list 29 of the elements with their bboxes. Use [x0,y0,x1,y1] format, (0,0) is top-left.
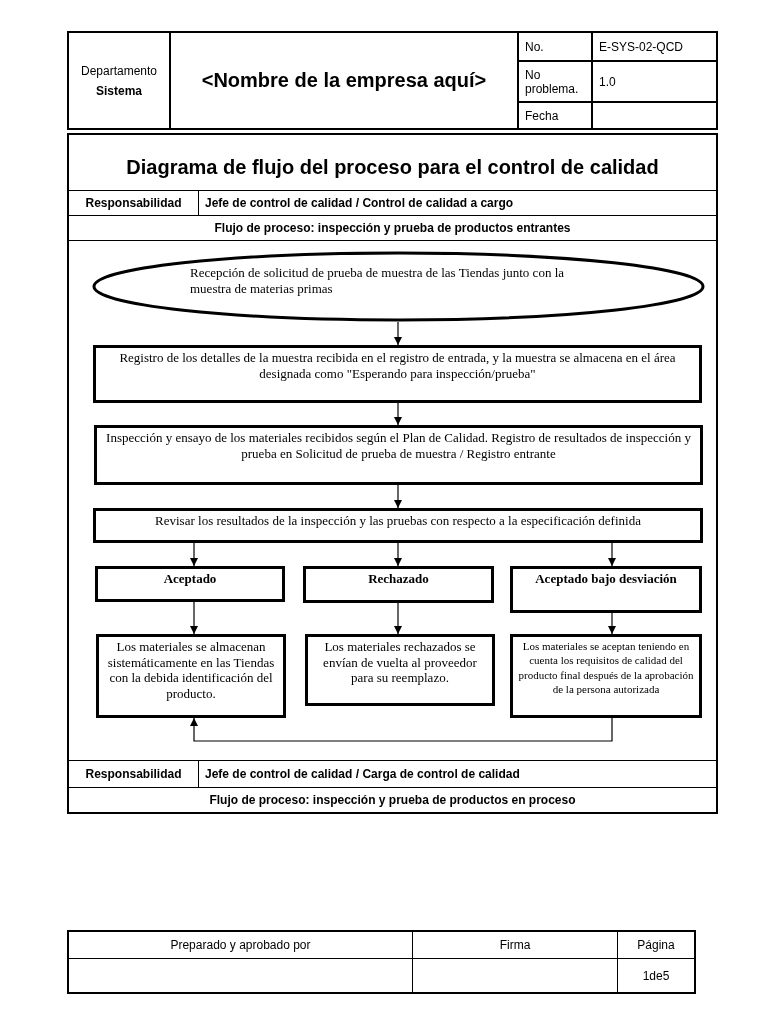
arrow [190,542,198,567]
start-ellipse: Recepción de solicitud de prueba de muestra de las Tiendas junto con la muestra de materias primas [92,251,705,322]
process-box: Revisar los resultados de la inspección y las pruebas con respecto a la especificación definida [93,508,703,543]
process-box: Inspección y ensayo de los materiales recibidos según el Plan de Calidad. Registro de resultados de inspección y prueba en Solicitud de prueba de muestra / Registro entrante [94,425,703,485]
arrow [190,717,613,742]
arrow [394,484,402,509]
header-label: Departamento [79,63,158,78]
outcome-box: Rechazado [303,566,494,603]
process-box: Los materiales se almacenan sistemáticamente en las Tiendas con la debida identificación del producto. [96,634,286,718]
process-box: Los materiales se aceptan teniendo en cuenta los requisitos de calidad del producto final después de la aprobación de la persona autorizada [510,634,702,718]
field-label: Fecha [518,102,592,129]
arrow [394,321,402,346]
process-box: Los materiales rechazados se envían de vuelta al proveedor para su reemplazo. [305,634,495,706]
field-value: E-SYS-02-QCD [592,32,717,61]
process-box: Registro de los detalles de la muestra recibida en el registro de entrada, y la muestra se almacena en el área designada como "Esperando para inspección/prueba" [93,345,702,403]
field-value: 1.0 [592,61,717,102]
arrow [394,542,402,567]
arrow [608,542,616,567]
field-label: No. [518,32,592,61]
document-title: Diagrama de flujo del proceso para el control de calidad [125,156,660,179]
outcome-box: Aceptado bajo desviación [510,566,702,613]
field-label: No problema. [518,61,592,102]
arrow [190,601,198,635]
arrow [394,602,402,635]
department-value: Sistema [95,83,143,98]
outcome-box: Aceptado [95,566,285,602]
arrow [608,612,616,635]
arrow [394,402,402,426]
company-name-field: <Nombre de la empresa aquí> [170,32,518,129]
